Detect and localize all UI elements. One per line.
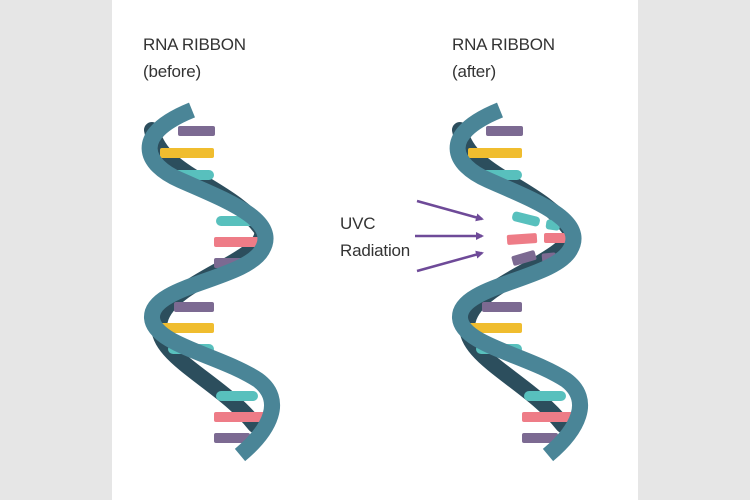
base-purple-fragment [511,250,537,266]
rna-ribbon-before [141,102,281,462]
base-purple [214,433,250,443]
base-pink-fragment [506,233,538,245]
right-title: RNA RIBBON [452,35,555,54]
base-teal-fragment [512,211,540,227]
base-yellow [160,323,214,333]
base-purple [522,433,558,443]
front-strand [141,102,281,462]
rna-ribbon-after [449,102,589,462]
base-yellow [160,148,214,158]
base-purple [178,126,215,136]
uvc-arrow [416,199,484,222]
base-purple [174,302,214,312]
uvc-arrow [416,250,484,273]
base-teal [524,391,566,401]
radiation-label-line2: Radiation [340,241,411,260]
left-title: RNA RIBBON [143,35,246,54]
uvc-arrows [415,199,484,273]
damaged-bases [506,211,568,266]
base-purple [482,302,522,312]
base-yellow [468,323,522,333]
base-pink-fragment [544,233,568,243]
base-teal [216,391,258,401]
base-pink [214,237,268,247]
right-subtitle: (after) [452,62,496,81]
radiation-label-line1: UVC [340,214,376,233]
base-pink [522,412,576,422]
base-yellow [468,148,522,158]
left-subtitle: (before) [143,62,201,81]
base-purple [486,126,523,136]
base-pink [214,412,268,422]
front-strand [449,102,589,462]
